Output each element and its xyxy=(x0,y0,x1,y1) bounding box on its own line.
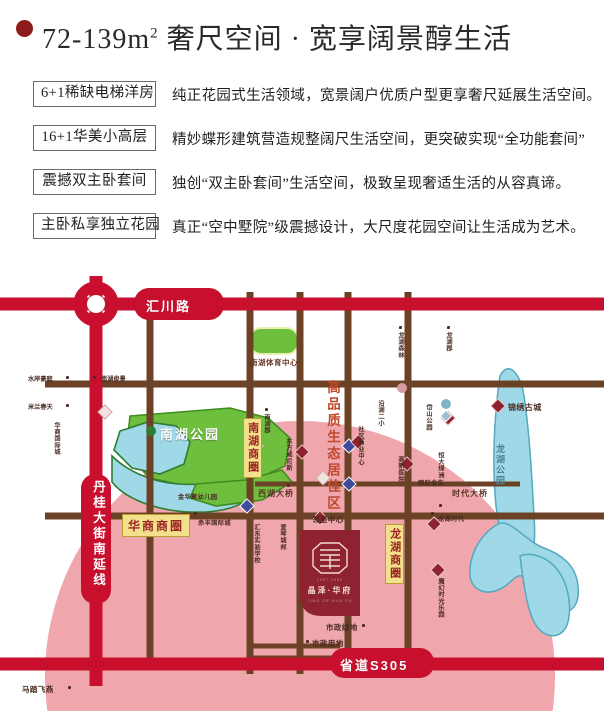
feature-row: 16+1华美小高层 精妙蝶形建筑营造规整阔尺生活空间，更突破实现“全功能套间” xyxy=(0,116,604,160)
roundabout-icon xyxy=(73,281,119,327)
poi-dot xyxy=(265,408,268,411)
huichuan-road-pill xyxy=(134,288,224,320)
project-logo-sub: JING ZE HUA FU xyxy=(307,597,353,603)
sports-center-shape xyxy=(249,327,299,355)
map-graphic xyxy=(0,276,604,711)
feature-description: 独创“双主卧套间”生活空间，极致呈现奢适生活的从容真谛。 xyxy=(172,175,571,192)
poi-dot xyxy=(439,504,442,507)
poi-dot xyxy=(287,484,290,487)
feature-description: 真正“空中墅院”级震撼设计，大尺度花园空间让生活成为艺术。 xyxy=(172,219,586,236)
feature-description: 精妙蝶形建筑营造规整阔尺生活空间，更突破实现“全功能套间” xyxy=(172,131,586,148)
project-logo-name: 晶泽·华府 xyxy=(307,585,353,595)
feature-tag: 主卧私享独立花园 xyxy=(33,212,160,240)
poi-dot xyxy=(447,326,450,329)
poi-dot xyxy=(431,512,434,515)
lake-shape-tail xyxy=(519,553,571,637)
poi-dot xyxy=(306,640,309,643)
poi-dot xyxy=(362,624,365,627)
page-title: 72-139m2 奢尺空间 · 宽享阔景醇生活 xyxy=(0,14,604,60)
s305-road-pill xyxy=(330,648,434,678)
feature-description: 纯正花园式生活领域，宽景阔户优质户型更享奢尺延展生活空间。 xyxy=(172,87,602,104)
headline-text: 72-139m2 奢尺空间 · 宽享阔景醇生活 xyxy=(42,17,512,57)
feature-row: 6+1稀缺电梯洋房 纯正花园式生活领域，宽景阔户优质户型更享奢尺延展生活空间。 xyxy=(0,72,604,116)
poi-dot xyxy=(66,404,69,407)
project-card[interactable]: 1997 1998 晶泽·华府 JING ZE HUA FU xyxy=(300,530,360,616)
project-logo-mark xyxy=(312,542,348,574)
bullet-icon xyxy=(16,20,33,37)
project-logo-year: 1997 1998 xyxy=(317,577,343,582)
feature-list: 6+1稀缺电梯洋房 纯正花园式生活领域，宽景阔户优质户型更享奢尺延展生活空间。 … xyxy=(0,72,604,248)
feature-row: 主卧私享独立花园 真正“空中墅院”级震撼设计，大尺度花园空间让生活成为艺术。 xyxy=(0,204,604,248)
roundabout-hole xyxy=(87,295,105,313)
poi-dot xyxy=(399,326,402,329)
poi-dot xyxy=(93,376,96,379)
headline-superscript: 2 xyxy=(150,25,159,42)
poi-diamond-markers xyxy=(97,383,506,578)
poi-dot xyxy=(66,376,69,379)
feature-tag: 6+1稀缺电梯洋房 xyxy=(33,80,156,108)
feature-tag: 16+1华美小高层 xyxy=(33,124,156,152)
poi-dot xyxy=(194,512,197,515)
feature-tag: 震撼双主卧套间 xyxy=(33,168,156,196)
location-map[interactable]: 汇川路 省道S305 丹桂大街南延线 南湖商圈 华商商圈 龙湖商圈 高品质生态居… xyxy=(0,256,604,711)
dangui-road-pill xyxy=(81,474,111,604)
headline-rest: 奢尺空间 · 宽享阔景醇生活 xyxy=(158,24,512,55)
feature-row: 震撼双主卧套间 独创“双主卧套间”生活空间，极致呈现奢适生活的从容真谛。 xyxy=(0,160,604,204)
headline-area: 72-139m xyxy=(42,24,151,55)
poi-dot xyxy=(68,686,71,689)
